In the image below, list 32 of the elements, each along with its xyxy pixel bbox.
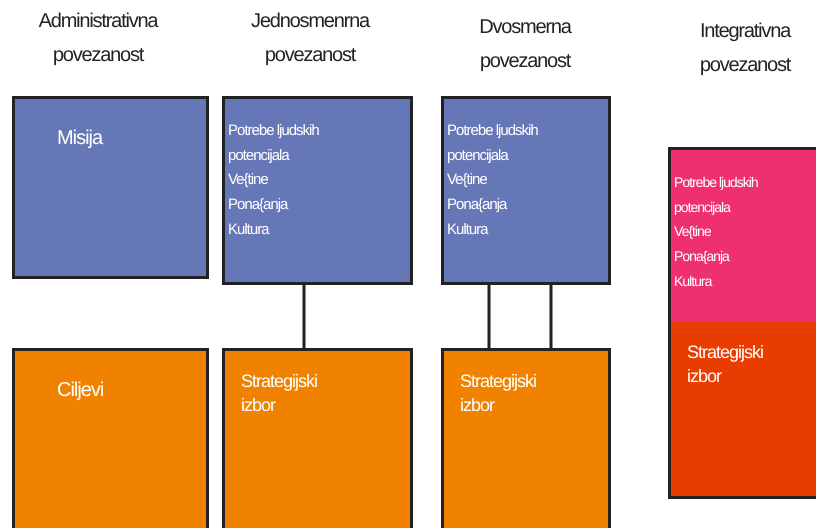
box-text: Ciljevi <box>57 378 104 403</box>
box-text: Pona{anja <box>447 195 508 215</box>
box-text: Potrebe ljudskih potencijala <box>228 121 320 166</box>
box-text: Kultura <box>674 272 713 291</box>
box-text: Misija <box>57 126 104 151</box>
column-heading: Administrativna povezanost <box>38 9 159 68</box>
box-text: Potrebe ljudskih potencijala <box>674 173 759 217</box>
box-text: Kultura <box>228 220 270 240</box>
box-text: Potrebe ljudskih potencijala <box>447 121 539 166</box>
text-box <box>12 96 209 279</box>
text-box <box>222 348 413 528</box>
text-box <box>441 96 611 285</box>
box-text: Strategijski izbor <box>460 370 538 417</box>
column-heading: Dvosmerna povezanost <box>478 15 572 74</box>
connector-line <box>550 285 552 348</box>
box-text: Strategijski izbor <box>241 370 318 417</box>
box-text: Ve{tine <box>674 222 712 241</box>
box-text: Kultura <box>447 220 490 240</box>
connector-line <box>488 285 490 348</box>
box-text: Pona{anja <box>228 195 289 215</box>
connector-line <box>302 285 306 348</box>
box-text: Ve{tine <box>447 170 488 190</box>
text-box <box>668 147 816 325</box>
box-text: Pona{anja <box>674 247 730 266</box>
column-heading: Integrativna povezanost <box>698 19 792 78</box>
column-heading: Jednosmenrna povezanost <box>250 9 370 68</box>
text-box <box>222 96 413 285</box>
box-text: Strategijski izbor <box>687 341 764 388</box>
text-box <box>668 322 816 499</box>
text-box <box>12 348 209 528</box>
box-text: Ve{tine <box>228 170 269 190</box>
text-box <box>441 348 611 528</box>
